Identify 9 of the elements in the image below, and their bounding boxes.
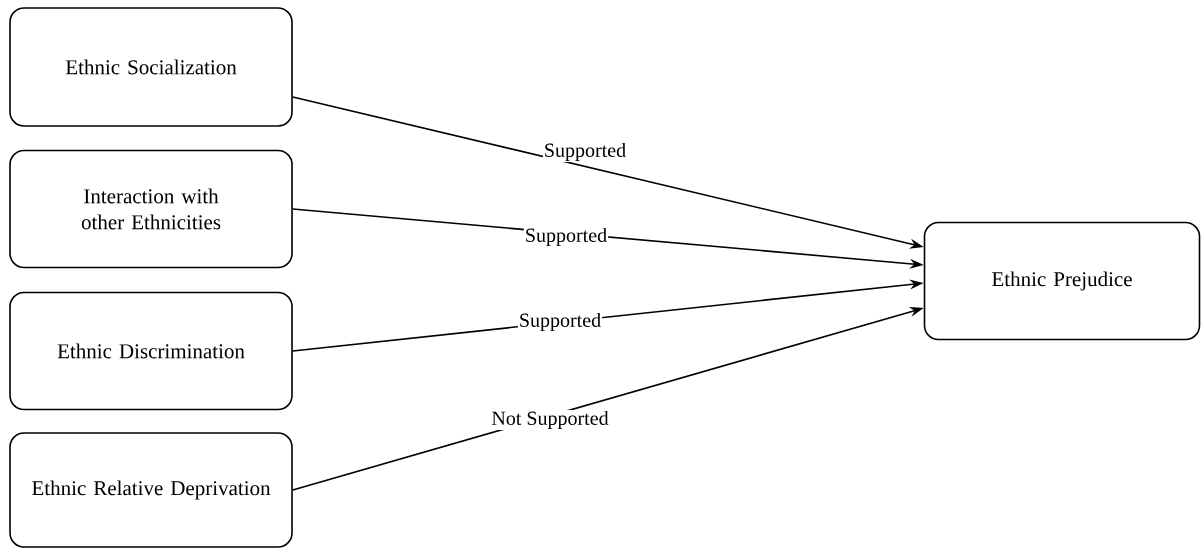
variable-box: Ethnic Prejudice xyxy=(923,221,1201,341)
edge-label: Supported xyxy=(523,226,609,248)
edge-label: Supported xyxy=(517,311,603,333)
edge-label: Supported xyxy=(542,141,628,163)
variable-box: Ethnic Relative Deprivation xyxy=(9,432,293,548)
variable-box: Ethnic Discrimination xyxy=(9,291,293,411)
variable-box: Ethnic Socialization xyxy=(9,7,293,127)
edge-label: Not Supported xyxy=(490,409,610,431)
variable-box: Interaction with other Ethnicities xyxy=(9,149,293,269)
